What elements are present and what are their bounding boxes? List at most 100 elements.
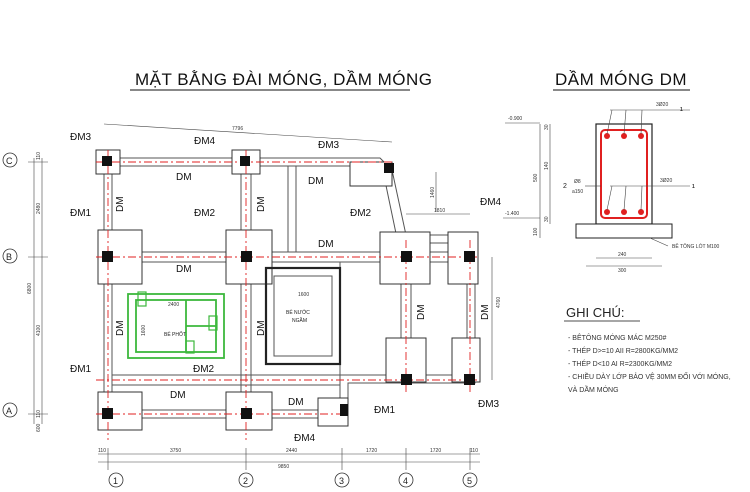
plan-title: MẶT BẰNG ĐÀI MÓNG, DẦM MÓNG: [135, 70, 432, 89]
grid-bubbles: C B A 1 2 3 4 5: [2, 152, 478, 488]
note-3: - THÉP D<10 AI R=2300KG/MM2: [568, 359, 672, 368]
drawing-label: ĐM2: [194, 208, 216, 219]
notes: GHI CHÚ: - BÊTÔNG MÓNG MÁC M250# - THÉP …: [564, 305, 731, 394]
drawing-label: ĐM4: [194, 136, 216, 147]
drawing-label: Ø8: [574, 179, 581, 185]
drawing-label: DM: [170, 390, 186, 401]
grid-bubble-a: A: [2, 402, 18, 418]
drawing-label: 110: [98, 448, 106, 454]
drawing-label: 2440: [286, 448, 297, 454]
drawing-label: 3Ø20: [656, 102, 668, 108]
drawing-label: ĐM3: [478, 399, 500, 410]
drawing-label: DM: [308, 176, 324, 187]
note-5: VÀ DẦM MÓNG: [568, 384, 619, 394]
drawing-label: 1: [113, 476, 118, 486]
grid-bubble-c: C: [2, 152, 18, 168]
drawing-label: ĐM1: [374, 405, 396, 416]
grid-bubble-1: 1: [108, 472, 124, 488]
grid-bubble-4: 4: [398, 472, 414, 488]
grid-bubble-3: 3: [334, 472, 350, 488]
drawing-label: ĐM3: [318, 140, 340, 151]
septic-tank: BỂ PHỐT 2400 1600: [127, 291, 225, 359]
drawing-label: 1: [680, 107, 683, 113]
drawing-label: 600: [36, 423, 42, 432]
drawing-label: 1: [692, 184, 695, 190]
drawing-label: 500: [533, 173, 539, 182]
drawing-label: DM: [288, 397, 304, 408]
septic-height-dim: 1600: [141, 325, 147, 336]
drawing-label: DM: [256, 320, 267, 336]
drawing-label: 110: [36, 152, 42, 160]
drawing-label: 3750: [170, 448, 181, 454]
drawing-label: BÊ TÔNG LÓT M100: [672, 242, 720, 250]
drawing-label: 3: [339, 476, 344, 486]
drawing-label: 4100: [36, 325, 42, 336]
beam-section: 3Ø20 1 3Ø20 1 2 Ø8 a150 500 140 100 30 3…: [533, 102, 720, 274]
drawing-label: 4: [403, 476, 408, 486]
drawing-label: 2: [563, 183, 567, 190]
drawing-label: 100: [533, 227, 539, 236]
drawing-label: 2480: [36, 203, 42, 214]
drawing-label: 110: [36, 410, 42, 418]
water-tank-label-1: BỂ NƯỚC: [286, 309, 310, 316]
drawing-label: ĐM4: [294, 433, 316, 444]
dimensions: 7796 110 3750 2440 1720 1720 110 9850 11…: [27, 116, 540, 470]
drawing-label: ĐM3: [70, 132, 92, 143]
drawing-label: DM: [176, 264, 192, 275]
drawing-label: -1.400: [505, 211, 519, 217]
drawing-label: 9850: [278, 464, 289, 470]
drawing-label: DM: [115, 196, 126, 212]
drawing-label: DM: [176, 172, 192, 183]
columns: [102, 156, 475, 419]
drawing-label: 7796: [232, 126, 243, 132]
grid-bubble-b: B: [2, 248, 18, 264]
drawing-label: 1460: [430, 187, 436, 198]
drawing-label: -0.900: [508, 116, 522, 122]
drawing-label: 3Ø20: [660, 178, 672, 184]
note-1: - BÊTÔNG MÓNG MÁC M250#: [568, 333, 667, 342]
drawing-label: 1720: [430, 448, 441, 454]
grid-axes: [96, 150, 478, 440]
drawing-label: 30: [544, 124, 550, 130]
septic-width-dim: 2400: [168, 302, 179, 308]
drawing-label: DM: [416, 304, 427, 320]
note-2: - THÉP D>=10 AII R=2800KG/MM2: [568, 346, 678, 355]
drawing-label: ĐM1: [70, 208, 92, 219]
water-tank: BỂ NƯỚC NGẦM 1600: [264, 266, 342, 366]
water-tank-dim: 1600: [298, 292, 309, 298]
drawing-label: A: [6, 406, 12, 416]
drawing-label: ĐM2: [193, 364, 215, 375]
grid-bubble-2: 2: [238, 472, 254, 488]
grid-bubble-5: 5: [462, 472, 478, 488]
drawing-label: a150: [572, 189, 583, 195]
drawing-label: 240: [618, 252, 627, 258]
drawing-label: ĐM2: [350, 208, 372, 219]
note-4: - CHIỀU DÀY LỚP BẢO VỆ 30MM ĐỐI VỚI MÓNG…: [568, 371, 731, 381]
footing-labels: ĐM3 ĐM4 ĐM3 ĐM1 ĐM2 ĐM2 ĐM4 ĐM1 ĐM2 ĐM1 …: [70, 132, 502, 444]
drawing-label: DM: [318, 239, 334, 250]
drawing-label: 2: [243, 476, 248, 486]
section-title: DẦM MÓNG DM: [555, 70, 687, 89]
drawing-label: DM: [115, 320, 126, 336]
drawing-label: 4760: [496, 297, 502, 308]
drawing-label: ĐM4: [480, 197, 502, 208]
beam-labels: DM DM DM DM DM DM DM DM DM DM DM DM: [115, 172, 491, 408]
drawing-label: 140: [544, 161, 550, 170]
drawing-label: 5: [467, 476, 472, 486]
drawing-label: 6800: [27, 283, 33, 294]
drawing-label: DM: [480, 304, 491, 320]
drawing-label: C: [6, 156, 13, 166]
septic-label: BỂ PHỐT: [164, 331, 186, 338]
drawing-label: B: [6, 252, 12, 262]
water-tank-label-2: NGẦM: [292, 317, 307, 324]
drawing-label: 1720: [366, 448, 377, 454]
drawing-label: ĐM1: [70, 364, 92, 375]
drawing-label: 300: [618, 268, 627, 274]
notes-title: GHI CHÚ:: [566, 305, 625, 320]
drawing-label: DM: [256, 196, 267, 212]
drawing-label: 110: [470, 448, 478, 454]
drawing-label: 30: [544, 216, 550, 222]
drawing-label: 1810: [434, 208, 445, 214]
